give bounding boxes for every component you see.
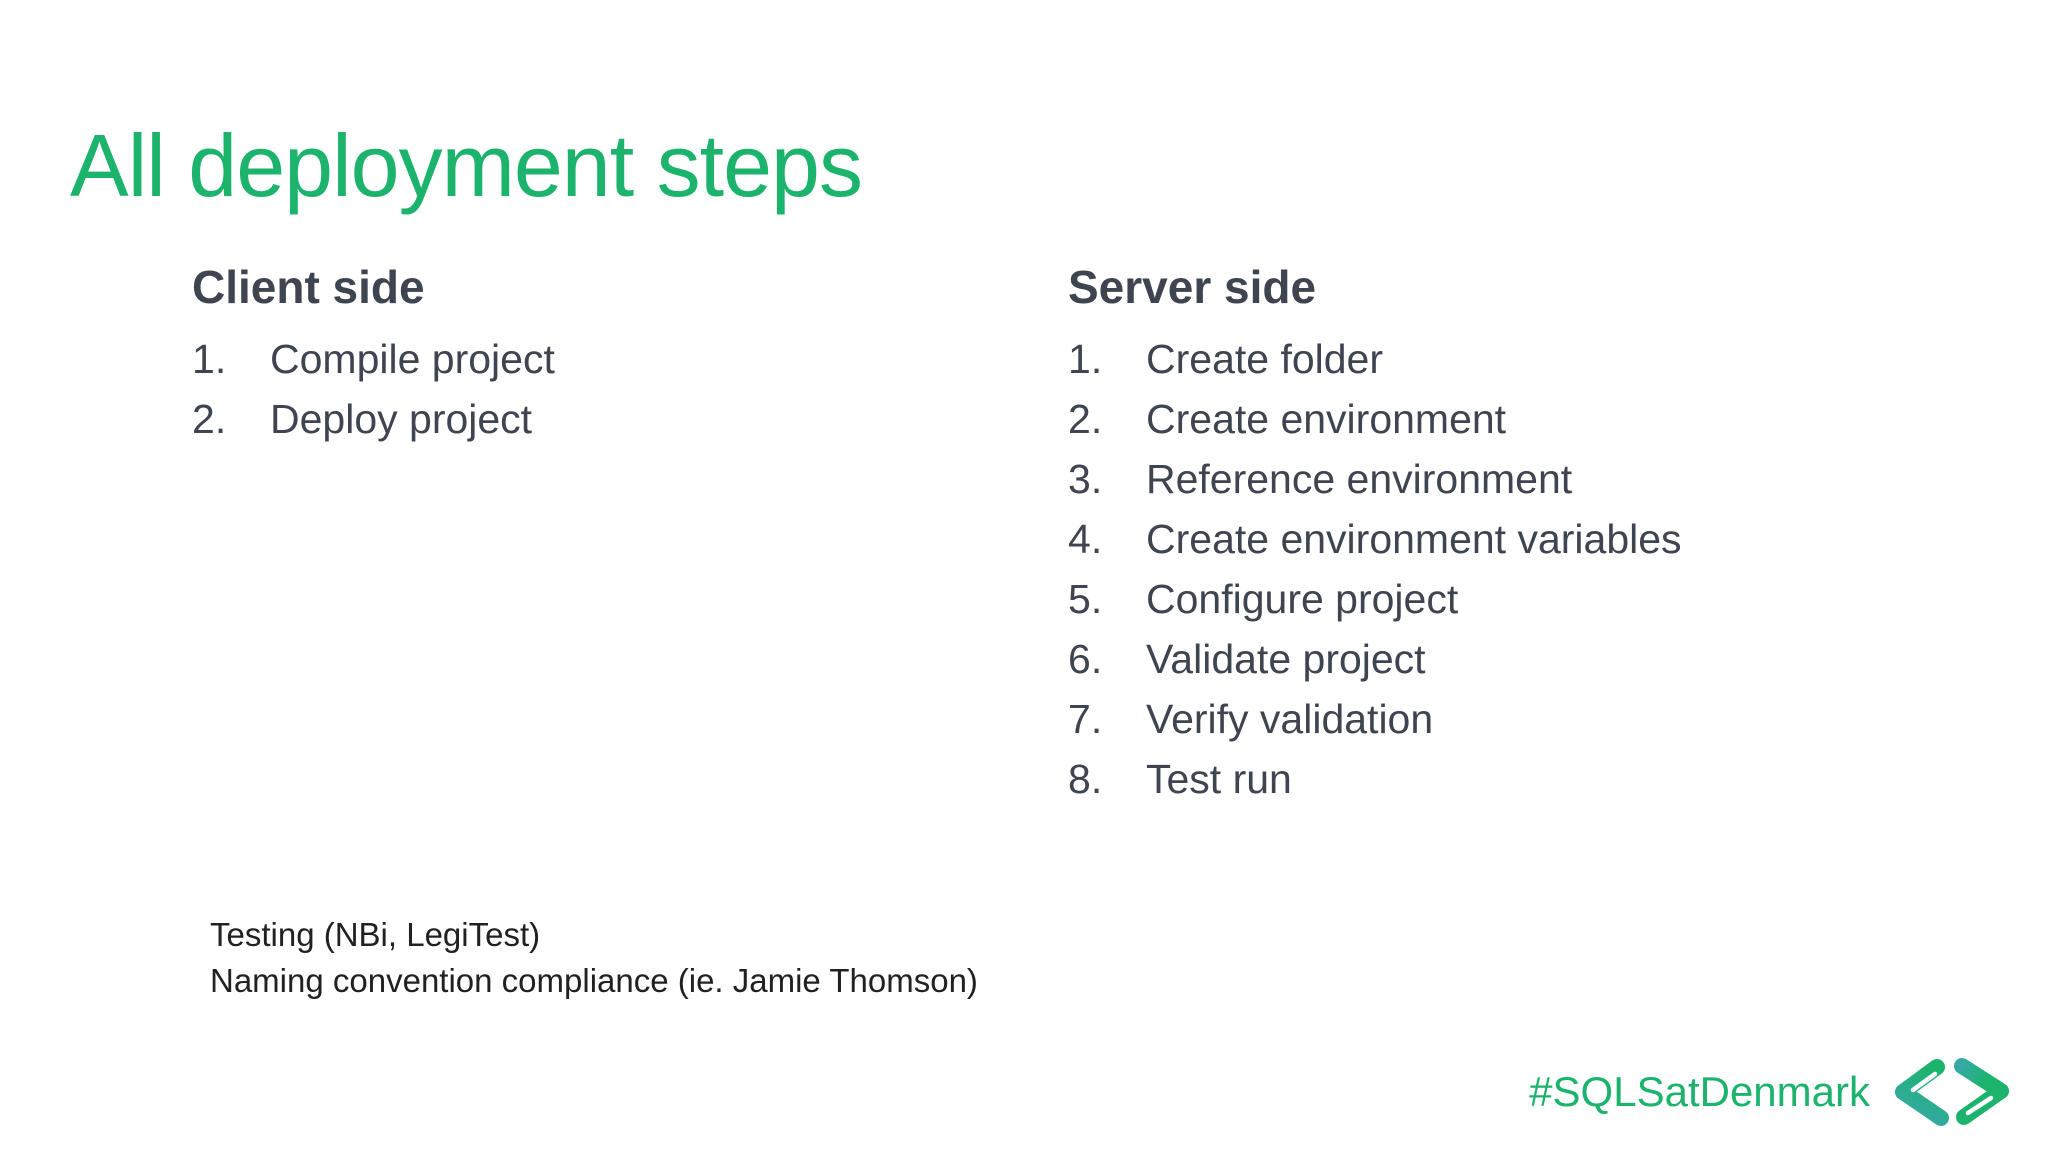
hashtag-label: #SQLSatDenmark (1529, 1068, 1870, 1115)
list-item: Create environment (1146, 395, 1507, 442)
list-item: Test run (1146, 755, 1292, 802)
server-side-steps-list: Create folder Create environment Referen… (1068, 329, 1828, 809)
list-item: Create environment variables (1146, 515, 1682, 562)
list-item: Verify validation (1146, 695, 1434, 742)
brand-footer: #SQLSatDenmark (1529, 1056, 2012, 1128)
list-item: Reference environment (1146, 455, 1573, 502)
list-item: Configure project (1146, 575, 1459, 622)
footer-note-line: Testing (NBi, LegiTest) (210, 916, 541, 953)
client-side-heading: Client side (192, 261, 425, 313)
right-chevron-icon (1954, 1058, 2009, 1125)
server-side-column: Server side Create folder Create environ… (1068, 262, 1828, 809)
list-item: Compile project (270, 335, 555, 382)
left-chevron-icon (1895, 1059, 1949, 1126)
list-item: Validate project (1146, 635, 1426, 682)
client-side-column: Client side Compile project Deploy proje… (192, 262, 812, 449)
server-side-heading: Server side (1068, 261, 1317, 313)
client-side-steps-list: Compile project Deploy project (192, 329, 812, 449)
footer-notes: Testing (NBi, LegiTest) Naming conventio… (210, 912, 978, 1004)
list-item: Deploy project (270, 395, 533, 442)
code-chevrons-logo (1895, 1058, 2009, 1126)
page-title: All deployment steps (70, 115, 863, 215)
footer-note-line: Naming convention compliance (ie. Jamie … (210, 962, 978, 999)
list-item: Create folder (1146, 335, 1384, 382)
